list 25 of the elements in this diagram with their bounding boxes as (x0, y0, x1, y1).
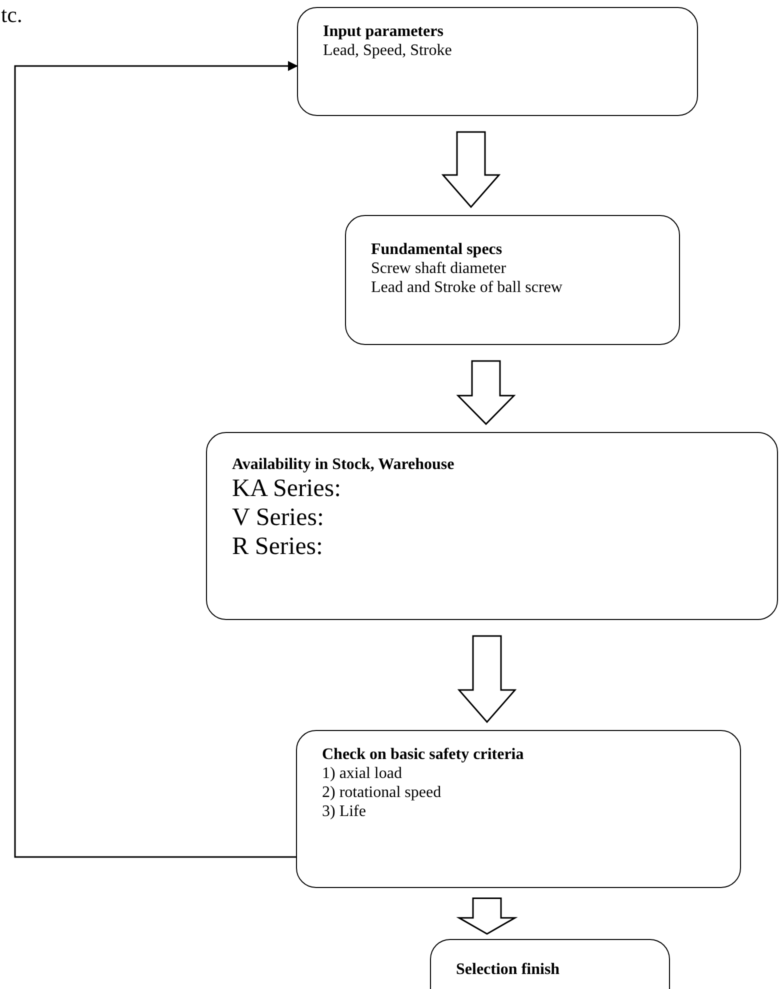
block-arrow (456, 360, 516, 426)
feedback-arrow (14, 61, 298, 858)
box-text: 3) Life (322, 802, 367, 821)
process-box (297, 7, 698, 116)
process-box (206, 432, 778, 620)
box-text: Lead, Speed, Stroke (323, 41, 453, 60)
box-text: 1) axial load (322, 764, 403, 783)
process-box (296, 730, 741, 888)
box-heading: Check on basic safety criteria (322, 745, 525, 764)
block-arrow (441, 131, 501, 208)
block-arrow (457, 635, 517, 724)
box-heading: Fundamental specs (371, 240, 504, 259)
process-box (430, 939, 670, 989)
box-text: Lead and Stroke of ball screw (371, 278, 564, 297)
box-text: R Series: (232, 532, 324, 561)
block-arrow (456, 897, 518, 935)
box-text: KA Series: (232, 474, 342, 503)
box-text: V Series: (232, 503, 325, 532)
box-heading: Input parameters (323, 22, 444, 41)
process-box (345, 215, 680, 345)
box-heading: Selection finish (456, 960, 561, 979)
box-text: 2) rotational speed (322, 783, 442, 802)
box-heading: Availability in Stock, Warehouse (232, 455, 456, 474)
box-text: Screw shaft diameter (371, 259, 508, 278)
note-text: tc. (1, 2, 22, 28)
